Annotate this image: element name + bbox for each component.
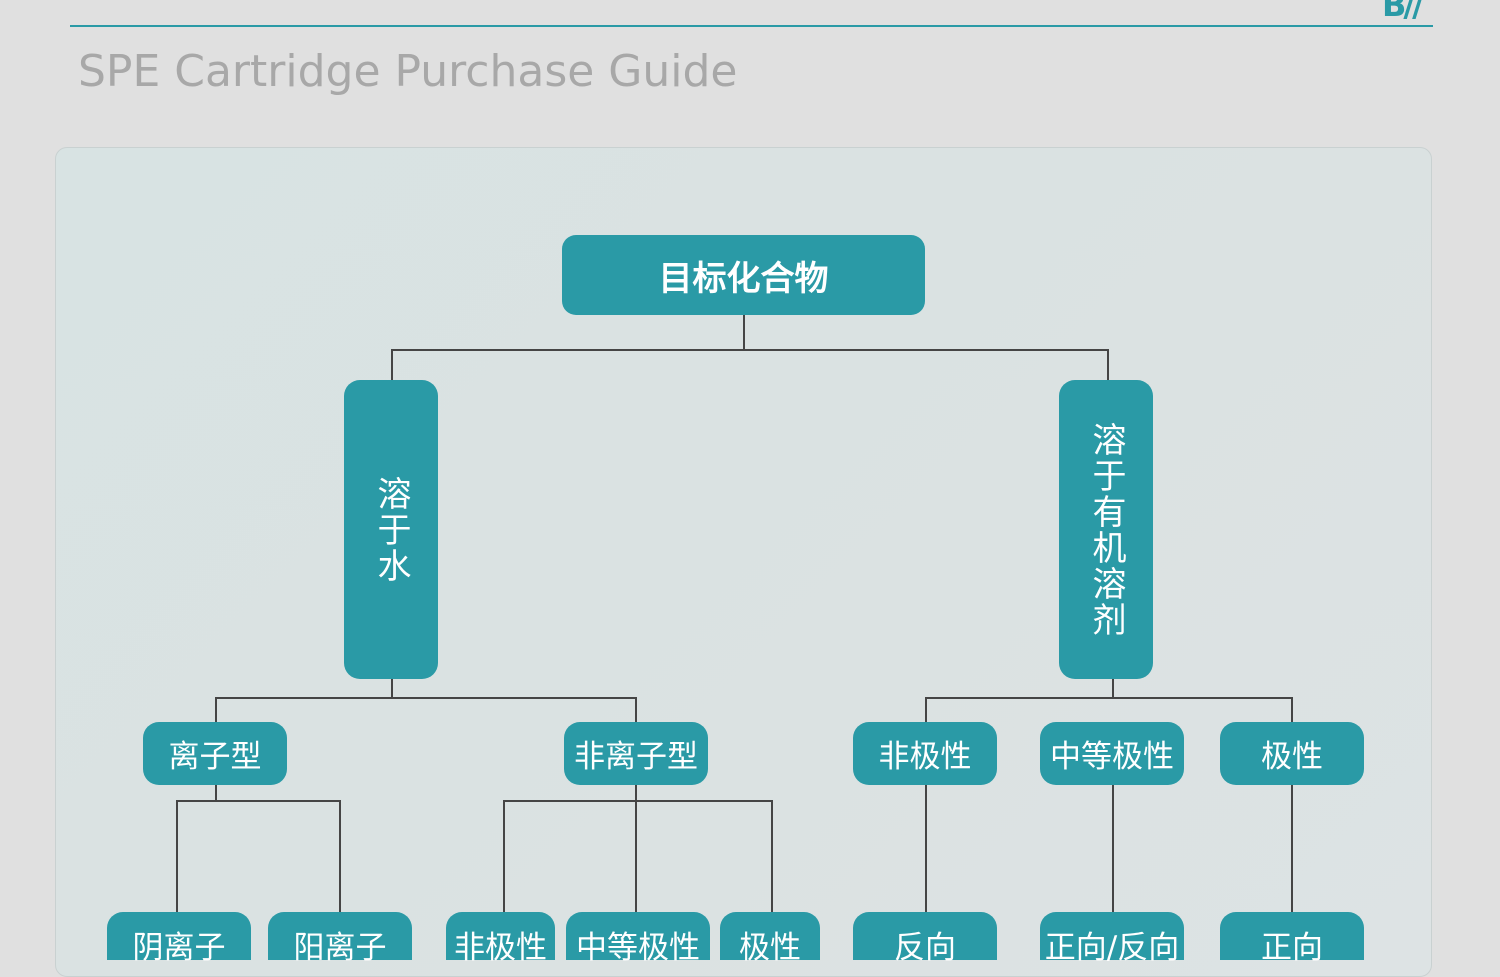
leaf-label: 非极性 <box>454 930 547 966</box>
leaf-label: 阴离子 <box>132 930 226 966</box>
connector-organic-bar <box>925 697 1293 722</box>
group-label: 极性 <box>1261 739 1323 775</box>
group-polar: 极性 <box>1220 722 1364 785</box>
leaf-label: 极性 <box>739 930 801 966</box>
leaf-label: 正向 <box>1261 930 1323 966</box>
leaf-label: 正向/反向 <box>1044 930 1180 966</box>
group-ionic: 离子型 <box>143 722 287 785</box>
group-nonionic: 非离子型 <box>564 722 708 785</box>
group-label: 离子型 <box>168 739 262 775</box>
root-label: 目标化合物 <box>658 258 829 299</box>
leaf-polar: 极性 <box>720 912 820 966</box>
connector-root-bar <box>391 349 1109 381</box>
connector-water-bar <box>215 697 637 722</box>
leaf-nonpolar: 非极性 <box>446 912 555 966</box>
leaf-normal-reverse-phase: 正向/反向 <box>1040 912 1184 966</box>
branch-organic-soluble: 溶于有机溶剂 <box>1059 380 1153 679</box>
page-title: SPE Cartridge Purchase Guide <box>78 46 738 97</box>
branch-label: 溶于有机溶剂 <box>1086 421 1126 638</box>
leaf-anion: 阴离子 <box>107 912 251 966</box>
leaf-medium-polar: 中等极性 <box>566 912 710 966</box>
group-nonpolar: 非极性 <box>853 722 997 785</box>
connector-ionic-bar <box>176 800 341 912</box>
connector-nonionic-bar <box>503 800 773 912</box>
leaf-label: 反向 <box>894 930 956 966</box>
group-medium-polar: 中等极性 <box>1040 722 1184 785</box>
branch-label: 溶于水 <box>371 475 411 584</box>
group-label: 非极性 <box>878 739 972 775</box>
leaf-label: 阳离子 <box>293 930 387 966</box>
leaf-reverse-phase: 反向 <box>853 912 997 966</box>
brand-logo: B// <box>1382 0 1424 24</box>
group-label: 非离子型 <box>574 739 698 775</box>
root-node: 目标化合物 <box>562 235 925 315</box>
header-rule <box>70 25 1433 27</box>
leaf-normal-phase: 正向 <box>1220 912 1364 966</box>
branch-water-soluble: 溶于水 <box>344 380 438 679</box>
group-label: 中等极性 <box>1050 739 1174 775</box>
leaf-cation: 阳离子 <box>268 912 412 966</box>
leaf-label: 中等极性 <box>576 930 700 966</box>
